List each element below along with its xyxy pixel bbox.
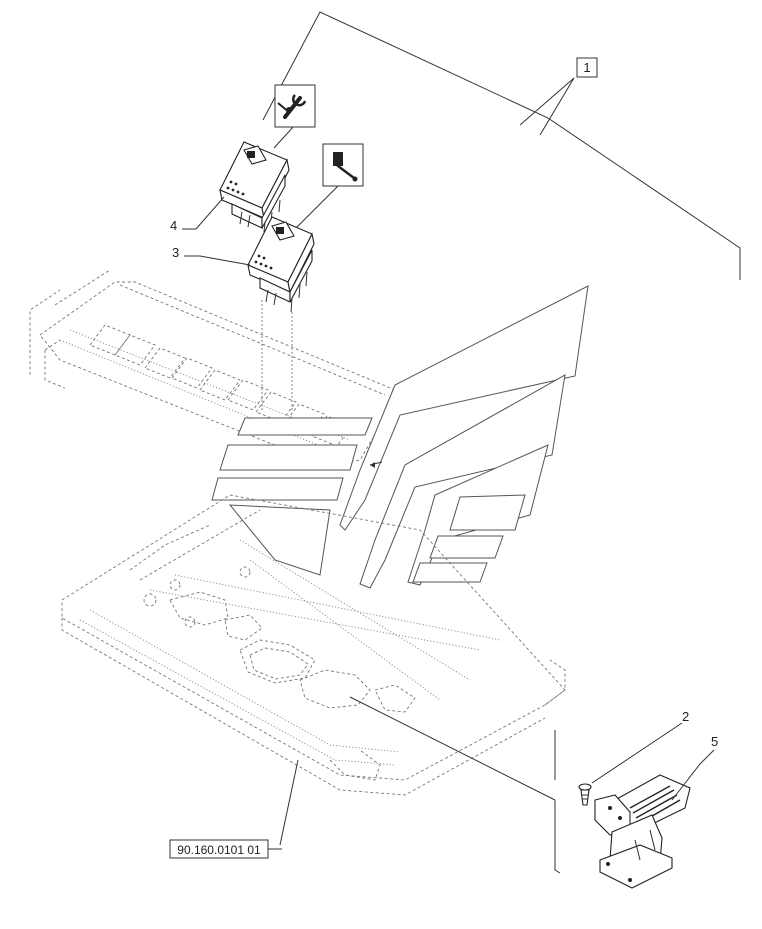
pedal-5[interactable] (594, 774, 691, 889)
rocker-switch-3[interactable] (247, 216, 315, 313)
floor-cutouts (143, 566, 416, 713)
callout-3[interactable]: 3 (172, 245, 251, 266)
cab-floor-plate (61, 494, 566, 796)
screw-2[interactable] (578, 783, 592, 806)
installation-guide-lines (261, 300, 293, 410)
callout-5[interactable]: 5 (671, 734, 718, 801)
callout-3-label: 3 (172, 245, 179, 260)
upper-console-panel (29, 269, 401, 466)
reference-label[interactable]: 90.160.0101 01 (169, 759, 299, 859)
assembly-bracket-lines (262, 11, 741, 280)
brush-sweeper-icon (322, 143, 364, 187)
rocker-switch-4[interactable] (219, 141, 290, 233)
wrench-tool-icon (274, 84, 316, 128)
callout-2-label: 2 (682, 709, 689, 724)
callout-4[interactable]: 4 (170, 196, 225, 233)
small-arrow-marker (369, 461, 383, 468)
callout-2[interactable]: 2 (591, 709, 689, 784)
callout-1-label: 1 (583, 60, 590, 75)
pedal-leader-lines (349, 696, 561, 874)
callout-5-label: 5 (711, 734, 718, 749)
callout-1[interactable]: 1 (576, 57, 598, 78)
view-direction-arrow (211, 285, 589, 589)
callout-4-label: 4 (170, 218, 177, 233)
reference-number: 90.160.0101 01 (177, 843, 261, 857)
